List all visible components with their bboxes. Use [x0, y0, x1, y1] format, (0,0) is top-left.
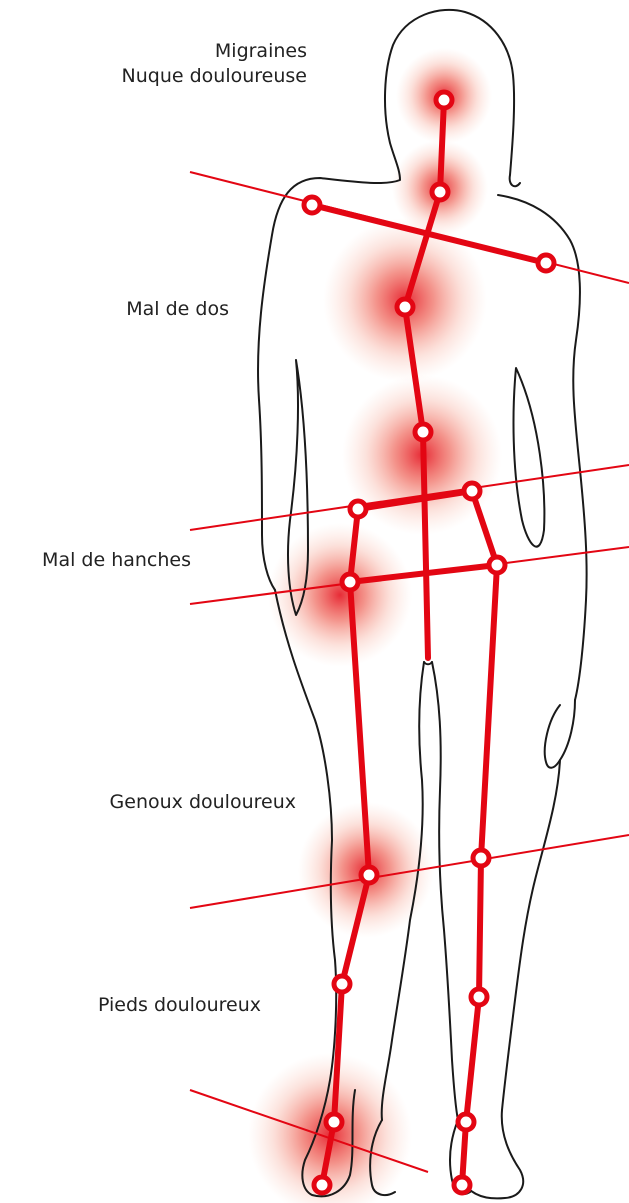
joint-left-knee: [361, 867, 377, 883]
joint-left-ankle: [326, 1114, 342, 1130]
joint-right-shoulder: [538, 255, 554, 271]
joint-right-toe: [454, 1177, 470, 1193]
joint-right-knee: [473, 850, 489, 866]
joint-lower-back: [415, 424, 431, 440]
joint-mid-back: [397, 299, 413, 315]
joint-left-toe: [314, 1177, 330, 1193]
label-migraines-neck: Migraines Nuque douloureuse: [122, 39, 307, 89]
label-neck: Nuque douloureuse: [122, 64, 307, 89]
joint-left-ankle-upper: [334, 976, 350, 992]
joint-right-hip: [489, 557, 505, 573]
label-feet: Pieds douloureux: [98, 993, 261, 1018]
joint-right-waist: [464, 483, 480, 499]
joint-left-hip: [342, 574, 358, 590]
label-back: Mal de dos: [126, 297, 229, 322]
right-leg-line: [462, 565, 497, 1185]
label-knees: Genoux douloureux: [110, 790, 296, 815]
joint-right-ankle: [458, 1114, 474, 1130]
joint-left-waist: [350, 501, 366, 517]
joint-left-shoulder: [304, 197, 320, 213]
label-hips: Mal de hanches: [42, 548, 191, 573]
joint-right-ankle-upper: [471, 989, 487, 1005]
joint-head: [436, 92, 452, 108]
label-migraines: Migraines: [122, 39, 307, 64]
joint-neck: [432, 184, 448, 200]
